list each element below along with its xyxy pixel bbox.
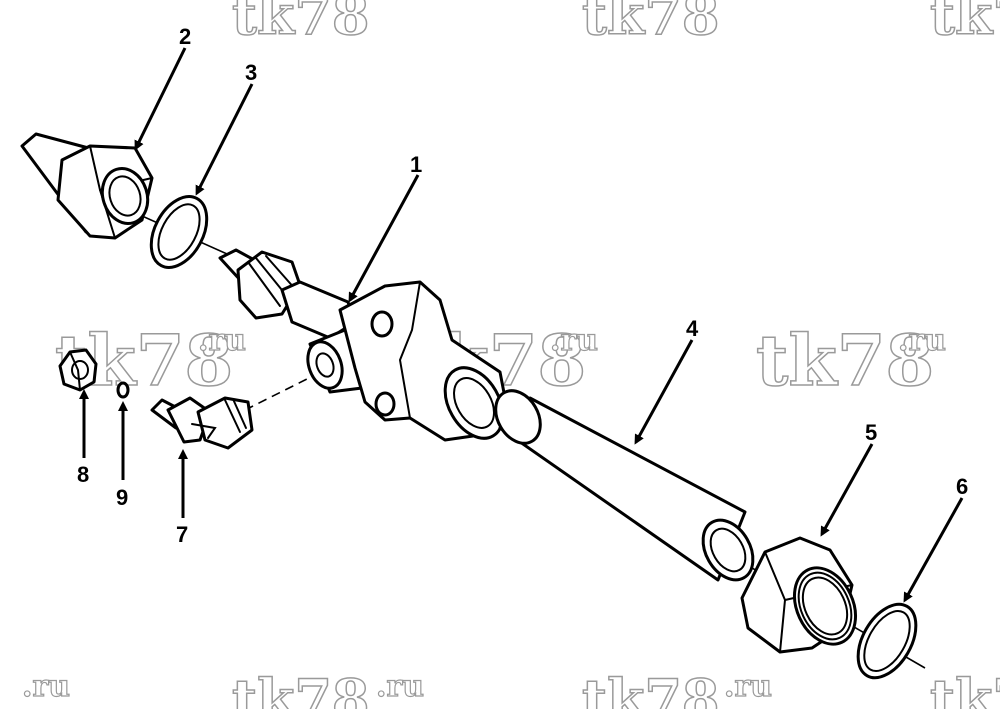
part-5-hex-nut (740, 536, 857, 654)
part-9-small-ring (116, 381, 130, 399)
watermark-text: tk78 (930, 667, 1000, 709)
callout-2: 2 (179, 24, 191, 49)
watermark-text: tk78 (582, 0, 720, 47)
watermark-suffix: .ru (22, 669, 70, 704)
watermark-suffix: .ru (898, 323, 946, 358)
watermark-text: tk78 (232, 0, 370, 47)
part-7-elbow-fitting (150, 396, 254, 450)
callout-labels: 1 2 3 4 5 6 7 8 9 (77, 24, 968, 547)
watermark-suffix: .ru (376, 669, 424, 704)
part-8-cap-nut (58, 348, 98, 392)
part-1-main-body (218, 248, 507, 442)
watermark-suffix: .ru (724, 669, 772, 704)
callout-5: 5 (865, 420, 877, 445)
callout-3: 3 (245, 60, 257, 85)
part-4-tube-sleeve (494, 389, 755, 582)
part-2-nozzle-cap (20, 132, 154, 240)
watermark-text: tk78 (930, 0, 1000, 47)
leader-lines (79, 47, 964, 603)
callout-8: 8 (77, 462, 89, 487)
part-6-o-ring (856, 602, 918, 680)
watermark-suffix: .ru (550, 323, 598, 358)
callout-1: 1 (410, 152, 422, 177)
callout-7: 7 (176, 522, 188, 547)
part-3-o-ring (149, 195, 209, 269)
callout-4: 4 (686, 316, 699, 341)
watermark-text: tk78 (756, 319, 934, 402)
callout-6: 6 (956, 474, 968, 499)
callout-9: 9 (116, 485, 128, 510)
watermark-suffix: .ru (198, 323, 246, 358)
watermark-text: tk78 (582, 667, 720, 709)
watermark-text: tk78 (232, 667, 370, 709)
